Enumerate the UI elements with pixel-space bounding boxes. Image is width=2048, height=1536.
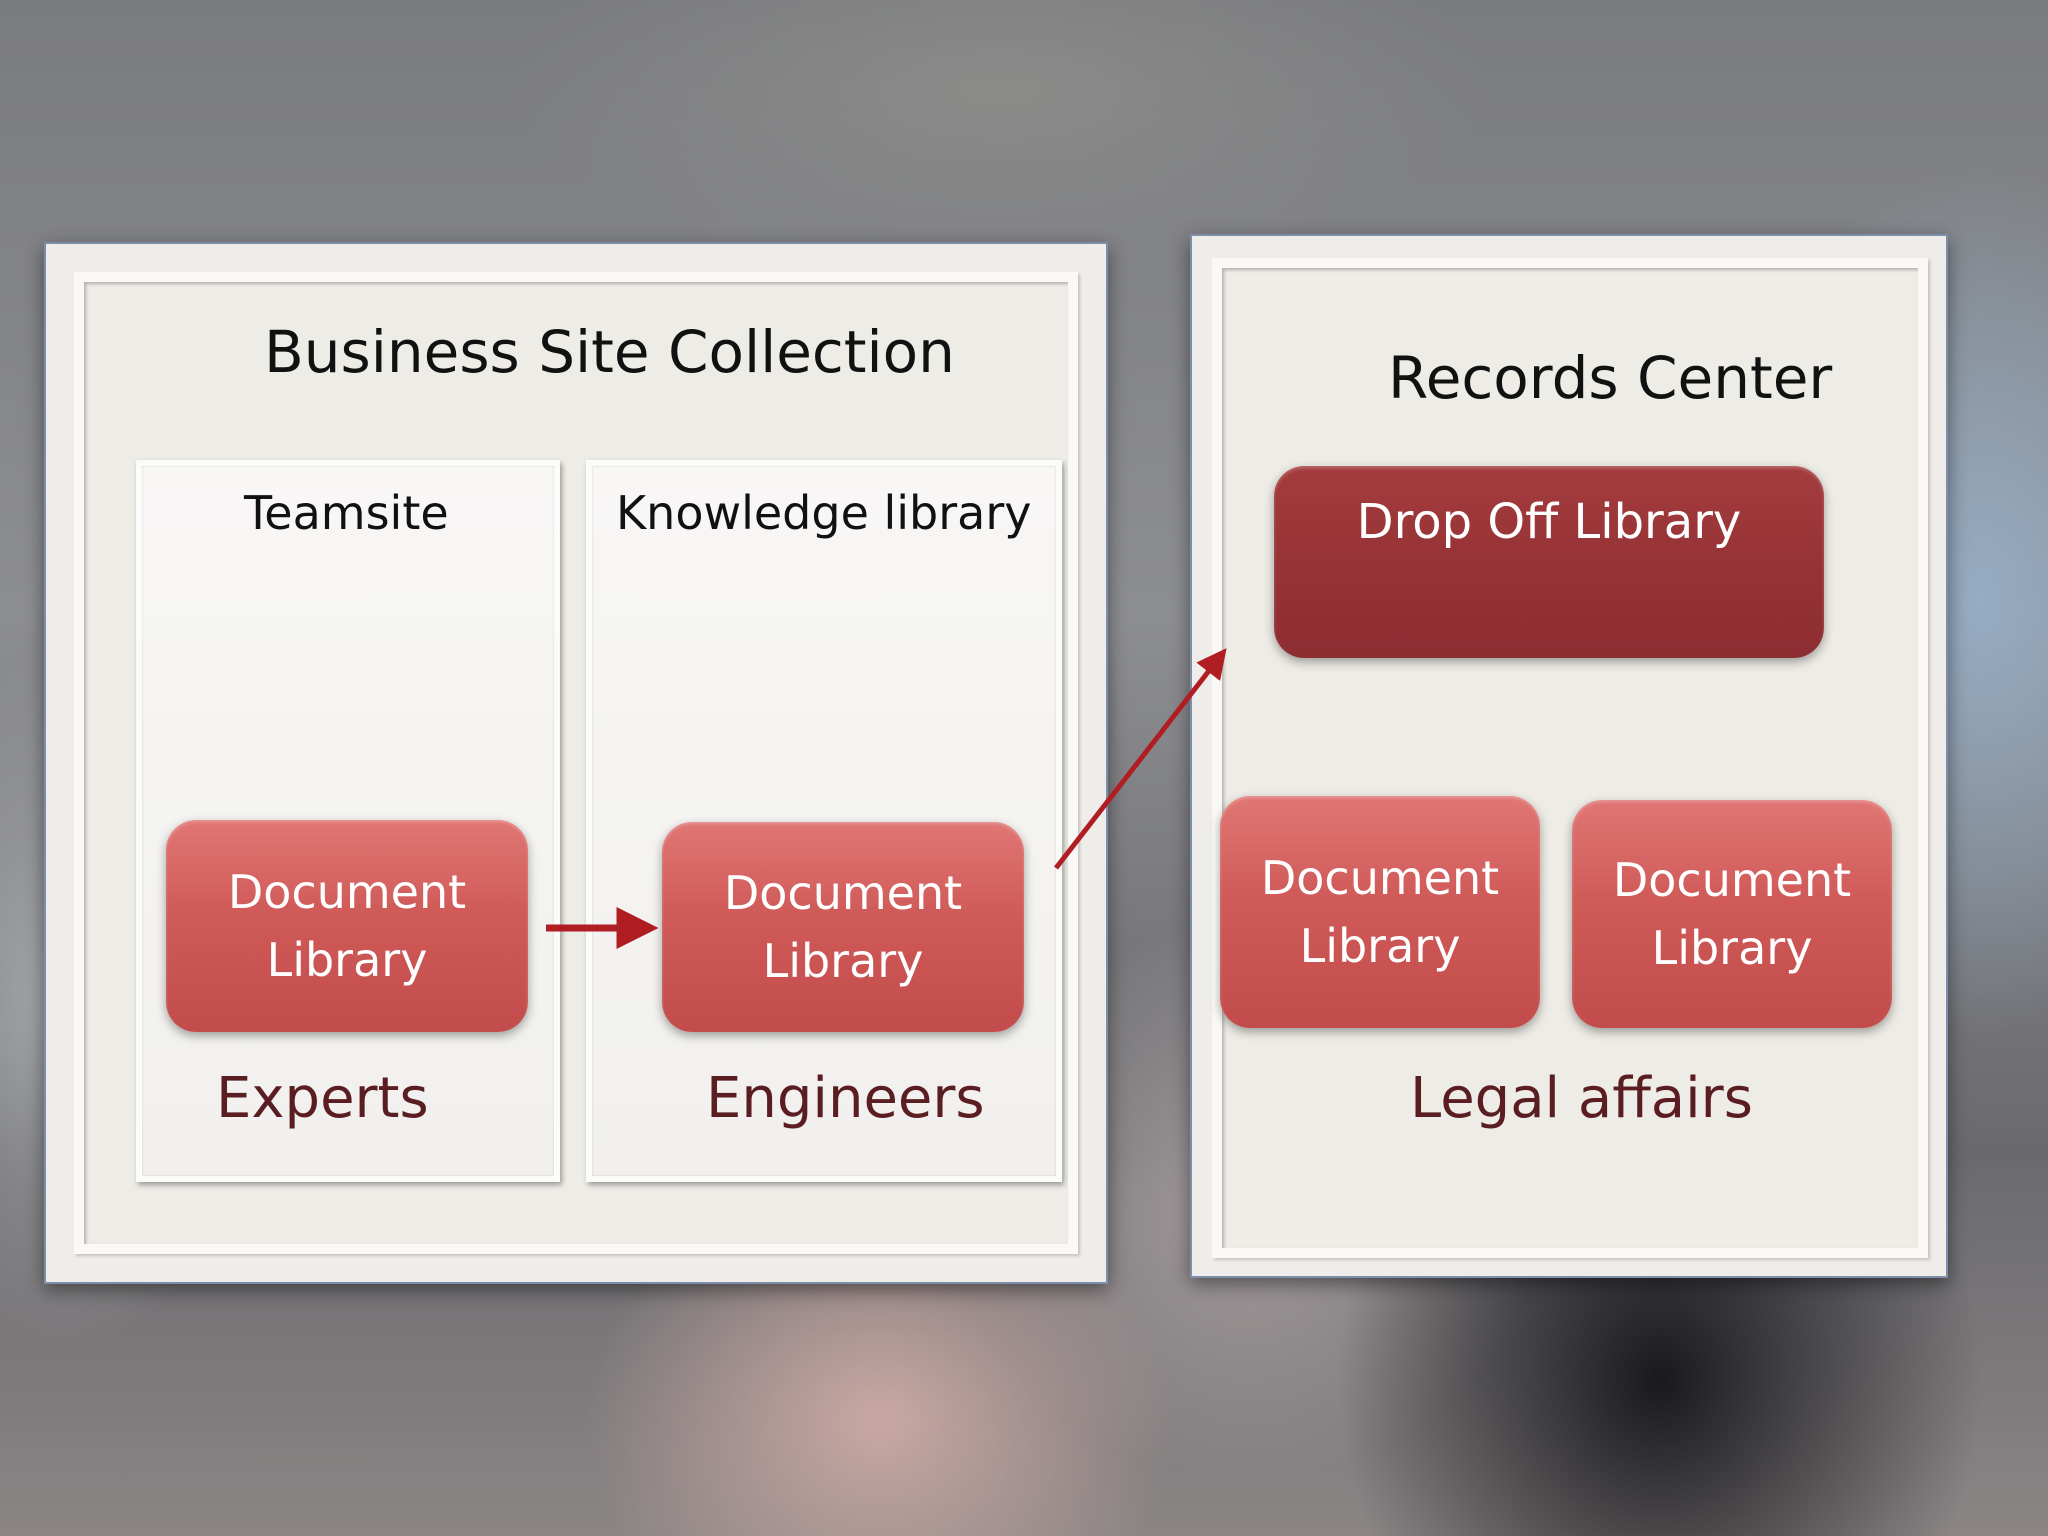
knowledge-library-label: Knowledge library xyxy=(616,486,1032,540)
records-document-library-a-line1: Document xyxy=(1260,851,1500,905)
teamsite-document-library[interactable]: Document Library xyxy=(166,820,528,1032)
knowledge-library-column xyxy=(586,460,1062,1182)
knowledge-document-library-line2: Library xyxy=(762,934,924,988)
engineers-label: Engineers xyxy=(706,1066,985,1131)
records-document-library-a-line2: Library xyxy=(1299,919,1461,973)
legal-affairs-label: Legal affairs xyxy=(1410,1066,1753,1131)
teamsite-document-library-line2: Library xyxy=(266,933,428,987)
records-document-library-b[interactable]: Document Library xyxy=(1572,800,1892,1028)
business-site-collection-title: Business Site Collection xyxy=(264,318,955,386)
records-document-library-b-line1: Document xyxy=(1612,853,1852,907)
drop-off-library[interactable]: Drop Off Library xyxy=(1274,466,1824,658)
experts-label: Experts xyxy=(216,1066,429,1131)
knowledge-document-library-line1: Document xyxy=(723,866,963,920)
records-document-library-a[interactable]: Document Library xyxy=(1220,796,1540,1028)
knowledge-document-library[interactable]: Document Library xyxy=(662,822,1024,1032)
records-center-title: Records Center xyxy=(1388,344,1833,412)
teamsite-label: Teamsite xyxy=(244,486,449,540)
teamsite-document-library-line1: Document xyxy=(227,865,467,919)
records-document-library-b-line2: Library xyxy=(1651,921,1813,975)
